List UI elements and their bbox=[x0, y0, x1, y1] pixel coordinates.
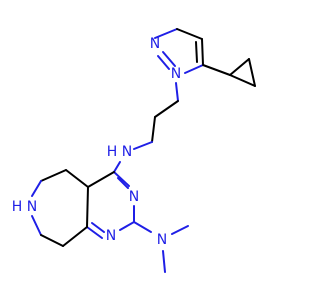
molecule-structure-diagram: N N N H N N N H N bbox=[12, 28, 256, 273]
bond-pyrazole-n2-c3 bbox=[154, 28, 178, 39]
atom-pyrazole-n2: N bbox=[150, 36, 160, 52]
bond-c6-nh bbox=[31, 180, 42, 197]
atom-pyrazole-n1: N bbox=[171, 66, 181, 82]
atom-pyrimidine-n3: N bbox=[129, 189, 139, 205]
bond-c5-cyclopropyl bbox=[202, 64, 231, 76]
bond-pyrazole-n1-n2-double bbox=[157, 55, 170, 70]
bond-pyrazole-c3-c4 bbox=[176, 28, 203, 40]
atom-amine-nh: N bbox=[122, 144, 132, 160]
bond-c4a-c4 bbox=[87, 171, 115, 188]
bond-nme2-methyl-1 bbox=[171, 225, 189, 235]
bond-c2-n1 bbox=[119, 221, 135, 231]
bond-c4a-c5 bbox=[65, 169, 89, 188]
bond-c5-c6 bbox=[40, 169, 67, 182]
atom-pyrimidine-n1: N bbox=[106, 228, 116, 244]
bond-n1-c8a bbox=[86, 226, 103, 239]
bond-nh-c4 bbox=[113, 161, 121, 173]
atom-dimethylamino-n: N bbox=[157, 232, 167, 248]
bond-nh-c8 bbox=[31, 215, 42, 236]
bond-c8-c9 bbox=[40, 234, 64, 247]
bond-ch2a-ch2b bbox=[154, 100, 179, 118]
bond-c4-n3 bbox=[113, 171, 130, 187]
bond-c9-c8a bbox=[62, 226, 88, 247]
atom-azepane-nh: N bbox=[27, 199, 37, 215]
bond-nme2-methyl-2 bbox=[162, 250, 166, 273]
bond-pyrazole-c4-c5-double bbox=[195, 41, 198, 63]
bond-ch2b-ch2c bbox=[151, 116, 156, 143]
bond-cyclopropyl-2 bbox=[248, 58, 256, 87]
bond-pyrazole-n1-n2 bbox=[162, 51, 176, 67]
bond-n1-ch2a bbox=[175, 82, 179, 102]
bond-cyclopropyl-3 bbox=[229, 74, 256, 87]
atom-azepane-h: H bbox=[12, 199, 23, 215]
bond-n1-c8a-double bbox=[91, 222, 105, 233]
atom-amine-h: H bbox=[107, 144, 118, 160]
bond-c8a-c4a bbox=[86, 186, 89, 228]
bond-c2-nme2 bbox=[133, 221, 152, 233]
atom-label-layer: N N N H N N N H N bbox=[12, 36, 182, 248]
bond-layer bbox=[31, 28, 256, 273]
bond-pyrazole-c4-c5 bbox=[201, 38, 204, 66]
bond-cyclopropyl-1 bbox=[229, 58, 250, 76]
bond-ch2c-nh bbox=[133, 141, 153, 150]
bond-c4-n3-double bbox=[117, 177, 129, 189]
bond-pyrazole-c5-n1 bbox=[184, 64, 204, 74]
